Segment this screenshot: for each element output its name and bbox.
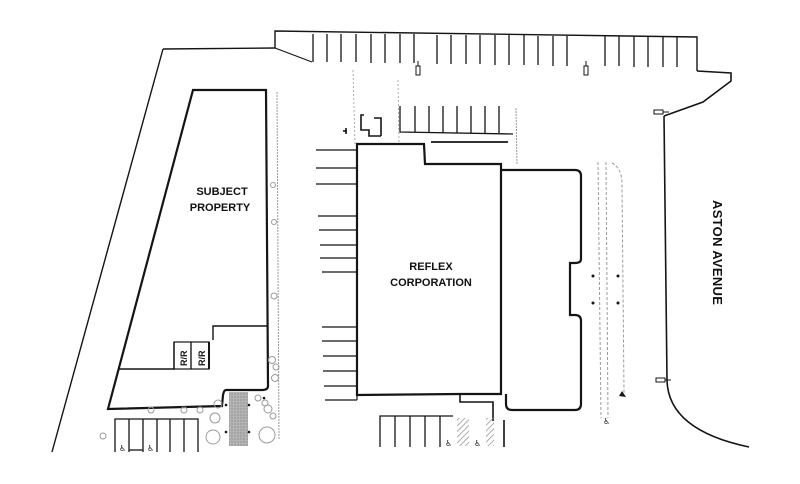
reflex-corporation-building[interactable]: REFLEX CORPORATION [355,142,583,421]
restroom-label-2: R/R [197,350,207,366]
entry-walls [343,114,382,137]
subject-property-building[interactable]: SUBJECT PROPERTY R/R R/R [106,88,270,411]
west-parking-stalls [316,149,358,401]
light-pole-icon [583,61,589,76]
light-pole-icon [653,109,669,115]
walkway-lines [352,69,400,146]
wheelchair-icon: ♿ [119,444,126,453]
reflex-label-line1: REFLEX [409,261,453,273]
wheelchair-icon: ♿ [445,439,452,448]
accessible-aisle-hatch [457,418,469,446]
light-pole-icon [415,61,421,76]
subject-property-label-line1: SUBJECT [196,186,248,198]
lot-boundary [51,30,750,453]
street-label-aston-avenue: ASTON AVENUE [710,200,725,305]
subject-property-label-line2: PROPERTY [190,202,251,214]
east-driveway [597,161,625,419]
bottom-left-parking [114,418,199,452]
accessible-aisle-hatch [486,418,494,446]
tree-icon [99,182,280,445]
flow-arrow-icon [619,391,626,397]
wheelchair-icon: ♿ [603,417,610,426]
bollards [224,274,620,434]
bottom-parking-row [379,415,505,447]
wheelchair-icon: ♿ [147,444,154,453]
light-pole-icon [655,377,671,383]
restroom-label-1: R/R [179,350,189,366]
reflex-label-line2: CORPORATION [390,277,472,289]
top-parking-row [312,34,678,67]
planting-strip [229,392,248,446]
middle-parking-row [399,106,514,143]
wheelchair-icon: ♿ [474,439,481,448]
